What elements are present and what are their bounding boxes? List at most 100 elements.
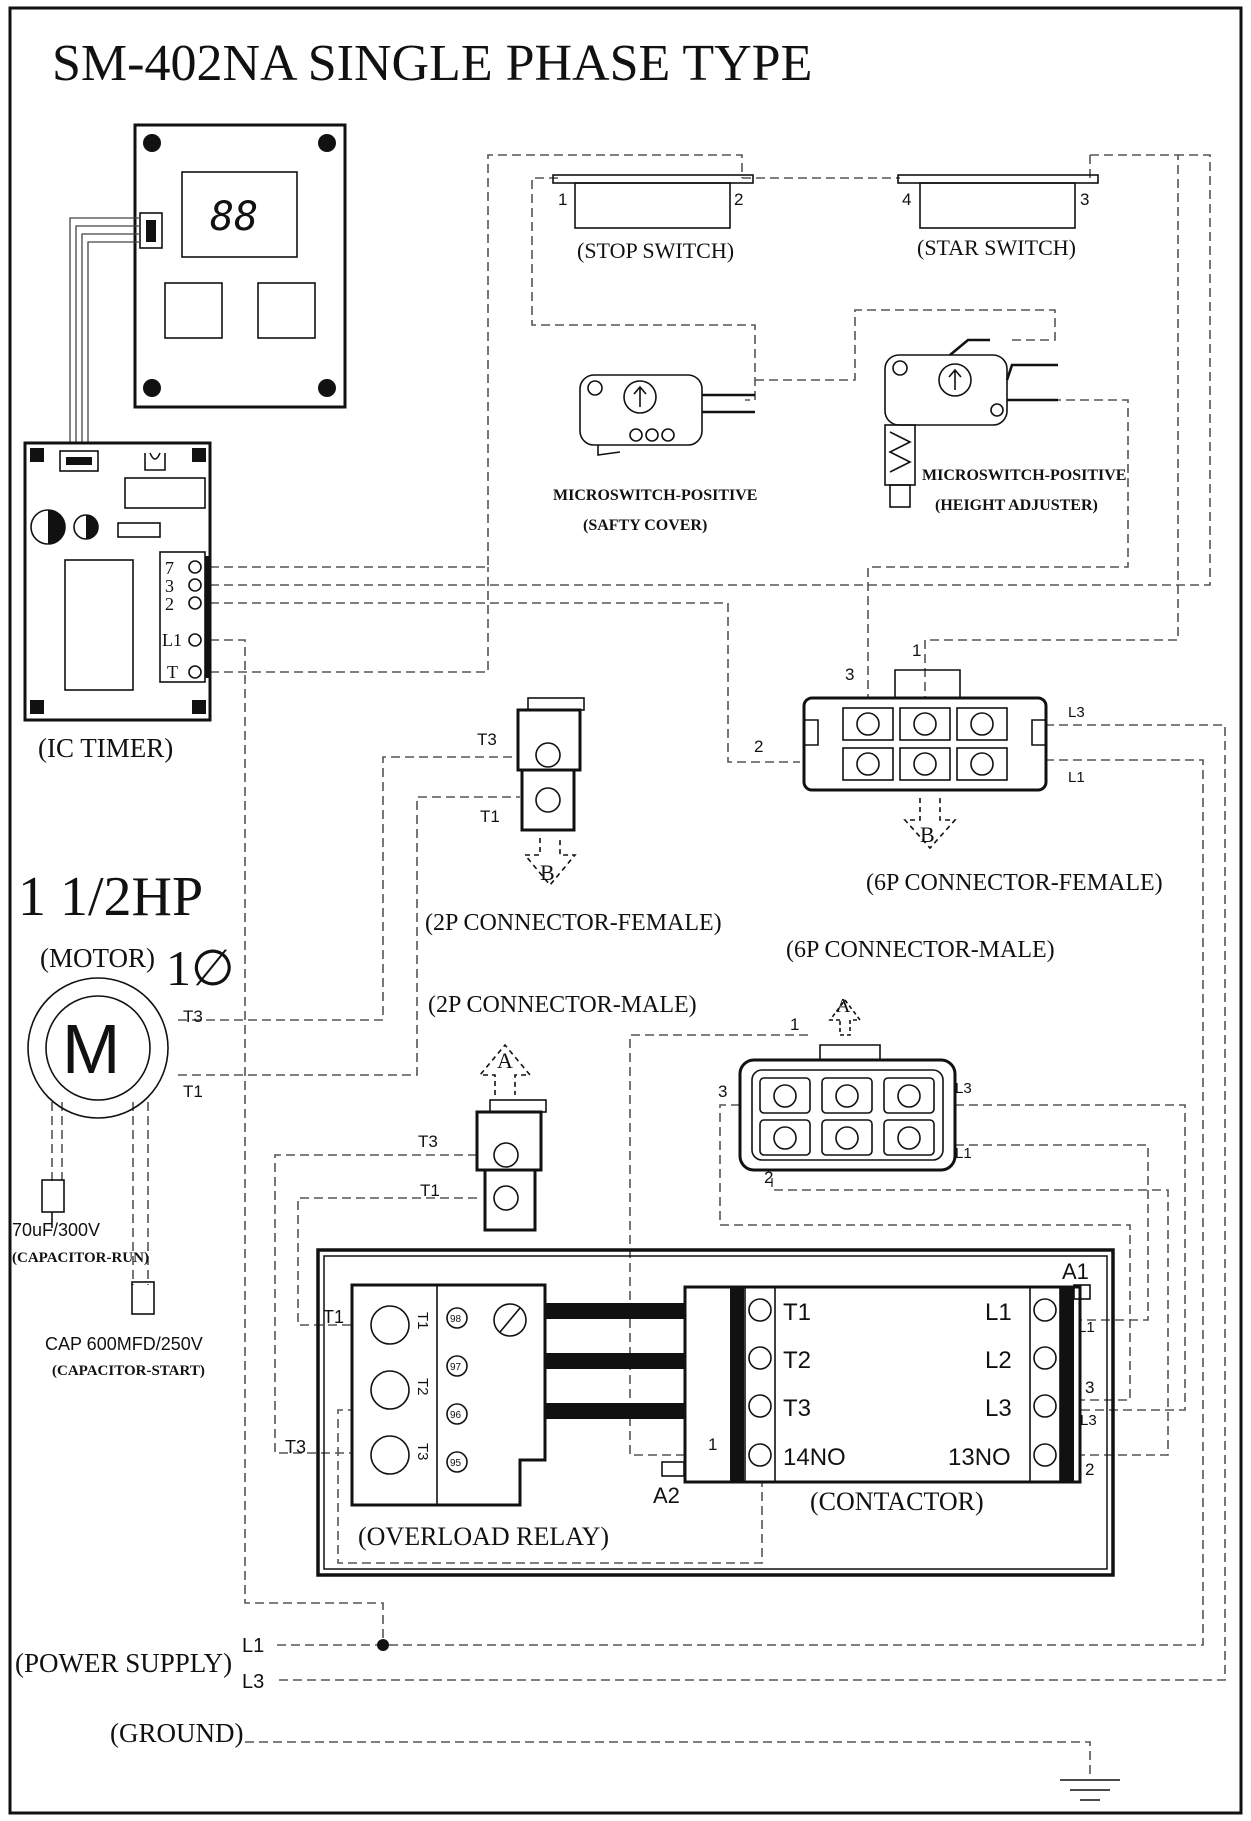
2p-connector-female-label: (2P CONNECTOR-FEMALE) <box>425 910 722 936</box>
capacitor-start-value: CAP 600MFD/250V <box>45 1334 203 1354</box>
6pm-pin-l1: L1 <box>955 1145 972 1162</box>
capacitor-run-value: 70uF/300V <box>12 1220 100 1240</box>
timer-terminal-l1: L1 <box>162 630 182 650</box>
ground-label: (GROUND) <box>110 1718 243 1748</box>
capacitor-run-label: (CAPACITOR-RUN) <box>12 1250 149 1266</box>
contactor-t1: T1 <box>783 1299 811 1326</box>
6pf-pin-3: 3 <box>845 665 854 684</box>
timer-terminal-7: 7 <box>165 558 174 578</box>
contactor: T1 T2 T3 14NO L1 L2 L3 13NO A1 A2 1 L1 3… <box>653 1259 1097 1508</box>
power-supply-l1: L1 <box>242 1635 264 1657</box>
6pm-pin-2: 2 <box>764 1168 773 1187</box>
contactor-side-l3: L3 <box>1080 1412 1097 1429</box>
control-box-outer <box>316 1248 1115 1577</box>
6p-connector-female: 1 3 2 L3 L1 B <box>754 641 1085 850</box>
stop-switch-pin-2: 2 <box>734 190 743 209</box>
contactor-l3: L3 <box>985 1395 1012 1422</box>
motor-t1: T1 <box>183 1082 203 1101</box>
2pf-arrow-label: B <box>540 860 555 885</box>
2p-connector-male-label: (2P CONNECTOR-MALE) <box>428 992 697 1018</box>
contactor-a1: A1 <box>1062 1259 1089 1284</box>
microswitch-height-label: MICROSWITCH-POSITIVE <box>922 467 1126 484</box>
stop-switch-pin-1: 1 <box>558 190 567 209</box>
wiring <box>51 154 1226 1778</box>
motor-phase: 1∅ <box>166 940 235 996</box>
diagram-title: SM-402NA SINGLE PHASE TYPE <box>52 35 812 92</box>
control-box-inner <box>323 1255 1108 1570</box>
6pf-pin-l3: L3 <box>1068 704 1085 721</box>
power-supply-label: (POWER SUPPLY) <box>15 1648 232 1678</box>
contactor-side-3: 3 <box>1085 1378 1094 1397</box>
stop-switch-label: (STOP SWITCH) <box>577 238 734 263</box>
capacitor-run <box>41 1179 65 1228</box>
motor-label: (MOTOR) <box>40 943 155 973</box>
star-switch-label: (STAR SWITCH) <box>917 235 1076 260</box>
capacitor-start <box>131 1281 155 1315</box>
microswitch-height-adjuster <box>884 338 1058 508</box>
contactor-l2: L2 <box>985 1347 1012 1374</box>
overload-terminal-t1: T1 <box>414 1312 431 1330</box>
contactor-a2: A2 <box>653 1483 680 1508</box>
star-switch: 4 3 <box>897 174 1099 229</box>
microswitch-safety-sub: (SAFTY COVER) <box>583 517 707 534</box>
contactor-13no: 13NO <box>948 1444 1011 1471</box>
6pf-pin-2: 2 <box>754 737 763 756</box>
panel-button-right[interactable] <box>257 282 316 339</box>
overload-t1-label: T1 <box>323 1307 344 1327</box>
microswitch-height-sub: (HEIGHT ADJUSTER) <box>935 497 1098 514</box>
ground-symbol <box>1060 1779 1120 1801</box>
motor-t3: T3 <box>183 1007 203 1026</box>
6pf-pin-l1: L1 <box>1068 769 1085 786</box>
panel-button-left[interactable] <box>164 282 223 339</box>
6pm-pin-3: 3 <box>718 1082 727 1101</box>
6p-connector-male: A 1 3 2 L3 L1 <box>718 995 972 1187</box>
timer-terminal-t: T <box>167 662 178 682</box>
2pm-pin-t3: T3 <box>418 1132 438 1151</box>
star-switch-pin-3: 3 <box>1080 190 1089 209</box>
motor-symbol: M <box>62 1010 120 1088</box>
contactor-label: (CONTACTOR) <box>810 1487 984 1516</box>
star-switch-pin-4: 4 <box>902 190 911 209</box>
timer-display-digits: 88 <box>210 194 258 240</box>
overload-relay: T1 T2 T3 98 97 96 95 T1 T3 <box>285 1283 547 1507</box>
6p-connector-female-label: (6P CONNECTOR-FEMALE) <box>866 870 1163 896</box>
6pf-arrow-label: B <box>920 822 935 847</box>
6pm-pin-1: 1 <box>790 1015 799 1034</box>
overload-relay-label: (OVERLOAD RELAY) <box>358 1522 609 1551</box>
control-panel: 88 <box>133 123 347 409</box>
motor-power: 1 1/2HP <box>18 866 203 928</box>
contactor-14no: 14NO <box>783 1444 846 1471</box>
2pm-arrow-label: A <box>497 1048 513 1073</box>
power-supply-l3: L3 <box>242 1671 264 1693</box>
ic-timer-label: (IC TIMER) <box>38 733 173 763</box>
2p-connector-male: A T3 T1 <box>418 1043 547 1232</box>
contactor-pin-1: 1 <box>708 1435 717 1454</box>
motor: M T3 T1 <box>27 977 203 1119</box>
busbars <box>545 1303 685 1419</box>
power-junction-dot <box>377 1639 389 1651</box>
overload-contact-97: 97 <box>450 1362 462 1373</box>
2pf-pin-t1: T1 <box>480 807 500 826</box>
contactor-l1: L1 <box>985 1299 1012 1326</box>
contactor-side-2: 2 <box>1085 1460 1094 1479</box>
6pm-pin-l3: L3 <box>955 1080 972 1097</box>
6p-connector-male-label: (6P CONNECTOR-MALE) <box>786 937 1055 963</box>
microswitch-safety-cover <box>579 374 755 456</box>
contactor-side-l1: L1 <box>1078 1319 1095 1336</box>
capacitor-start-label: (CAPACITOR-START) <box>52 1363 205 1379</box>
overload-t3-label: T3 <box>285 1437 306 1457</box>
stop-switch: 1 2 <box>552 174 754 229</box>
microswitch-safety-label: MICROSWITCH-POSITIVE <box>553 487 757 504</box>
ic-timer: 7 3 2 L1 T <box>23 441 212 722</box>
overload-contact-98: 98 <box>450 1314 462 1325</box>
overload-terminal-t2: T2 <box>414 1378 431 1396</box>
6pf-pin-1: 1 <box>912 641 921 660</box>
overload-contact-96: 96 <box>450 1410 462 1421</box>
overload-reset-dial[interactable] <box>493 1303 527 1337</box>
overload-terminal-t3: T3 <box>414 1443 431 1461</box>
diagram-frame <box>8 6 1243 1815</box>
2pm-pin-t1: T1 <box>420 1181 440 1200</box>
contactor-t2: T2 <box>783 1347 811 1374</box>
ribbon-cable <box>69 217 140 450</box>
